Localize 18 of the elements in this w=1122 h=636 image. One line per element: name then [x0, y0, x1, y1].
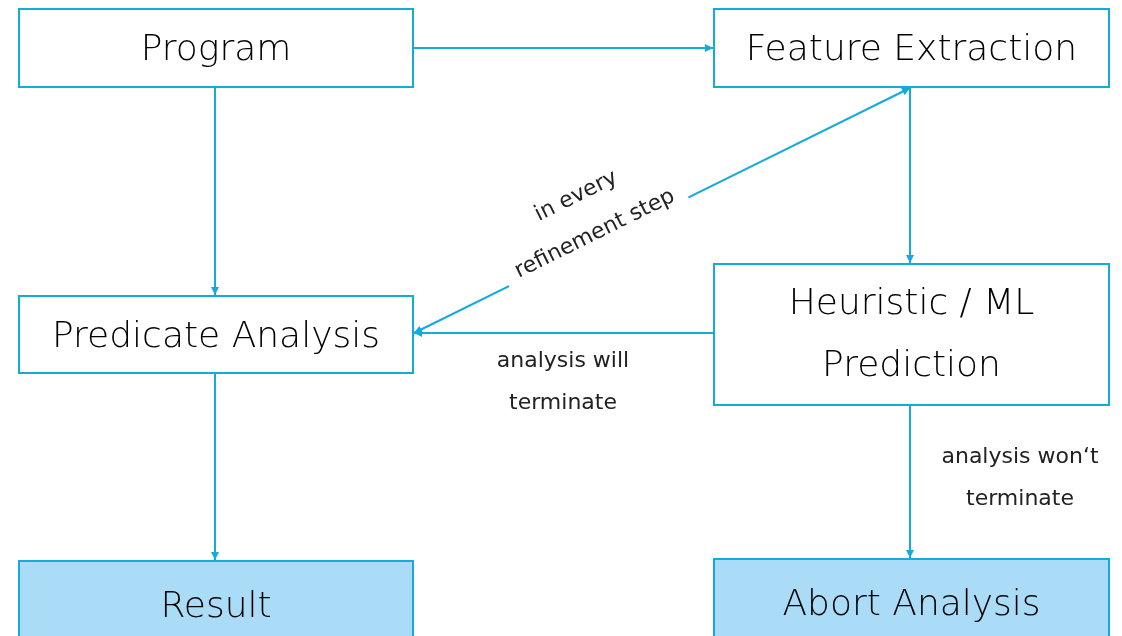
process-box [713, 8, 1110, 88]
box-label: Heuristic / ML Prediction [787, 280, 1036, 386]
process-box [18, 560, 414, 636]
process-box [18, 295, 414, 374]
arrow [211, 87, 219, 296]
arrow [906, 405, 914, 559]
process-box [18, 8, 414, 88]
process-box [713, 263, 1110, 406]
box-label: Predicate Analysis [52, 312, 380, 357]
arrow [413, 44, 714, 52]
arrow [211, 373, 219, 561]
arrow [906, 87, 914, 264]
box-label: Abort Analysis [782, 581, 1041, 625]
process-box [713, 558, 1110, 636]
box-label: Program [140, 26, 292, 70]
arrow [413, 329, 714, 337]
box-label: Feature Extraction [745, 26, 1078, 70]
box-label: Result [160, 583, 272, 627]
